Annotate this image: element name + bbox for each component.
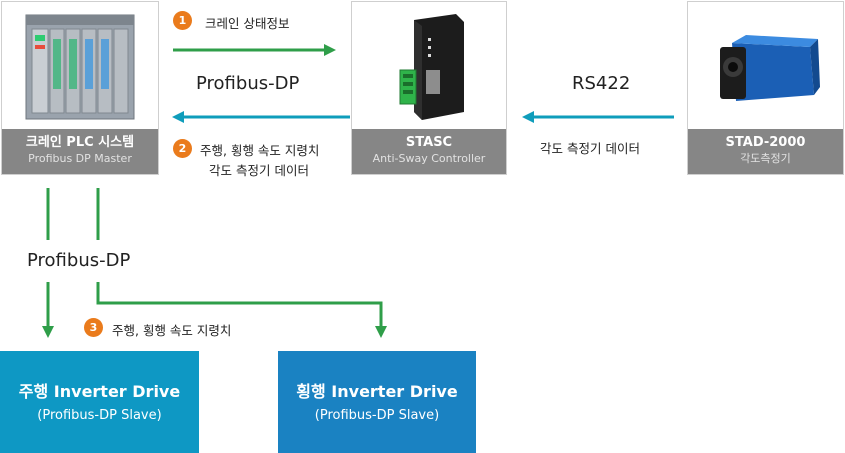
drive2-title: 횡행 Inverter Drive — [296, 382, 458, 401]
arrow-plc-to-drive1 — [42, 188, 54, 338]
stad-subtitle: 각도측정기 — [740, 152, 791, 165]
plc-icon — [25, 14, 135, 119]
arrow-plc-to-stasc — [173, 44, 336, 56]
arrow-stad-to-stasc — [522, 111, 674, 123]
plc-caption: 크레인 PLC 시스템 Profibus DP Master — [2, 129, 158, 174]
stad-box: STAD-2000 각도측정기 — [687, 1, 844, 175]
stad-caption: STAD-2000 각도측정기 — [688, 129, 843, 174]
stad-image — [688, 2, 843, 131]
profibus-top-label: Profibus-DP — [196, 73, 300, 94]
drive1-box: 주행 Inverter Drive (Profibus-DP Slave) — [0, 351, 199, 453]
stasc-icon — [399, 13, 464, 120]
plc-image — [2, 2, 158, 131]
stasc-subtitle: Anti-Sway Controller — [372, 152, 486, 165]
step2-line1: 주행, 횡행 속도 지령치 — [200, 143, 320, 158]
profibus-left-label: Profibus-DP — [27, 250, 131, 271]
step3-label: 주행, 횡행 속도 지령치 — [112, 323, 232, 338]
angle-data-label: 각도 측정기 데이터 — [540, 141, 640, 156]
step3-badge: 3 — [84, 318, 103, 337]
drive1-subtitle: (Profibus-DP Slave) — [37, 408, 162, 423]
step2-line2: 각도 측정기 데이터 — [209, 163, 309, 178]
stad-title: STAD-2000 — [725, 135, 806, 150]
arrow-stasc-to-plc — [172, 111, 350, 123]
rs422-label: RS422 — [572, 73, 631, 94]
stasc-title: STASC — [405, 135, 453, 150]
plc-box: 크레인 PLC 시스템 Profibus DP Master — [1, 1, 159, 175]
plc-title: 크레인 PLC 시스템 — [25, 135, 135, 150]
arrow-plc-to-drive2 — [96, 188, 387, 338]
plc-subtitle: Profibus DP Master — [28, 152, 132, 165]
stasc-caption: STASC Anti-Sway Controller — [352, 129, 506, 174]
drive1-title: 주행 Inverter Drive — [18, 382, 181, 401]
stasc-box: STASC Anti-Sway Controller — [351, 1, 507, 175]
step1-label: 크레인 상태정보 — [205, 16, 290, 31]
stad-icon — [719, 34, 820, 101]
drive2-box: 횡행 Inverter Drive (Profibus-DP Slave) — [278, 351, 476, 453]
stasc-image — [352, 2, 506, 131]
step1-badge: 1 — [173, 11, 192, 30]
step2-badge: 2 — [173, 139, 192, 158]
drive2-subtitle: (Profibus-DP Slave) — [314, 408, 440, 423]
